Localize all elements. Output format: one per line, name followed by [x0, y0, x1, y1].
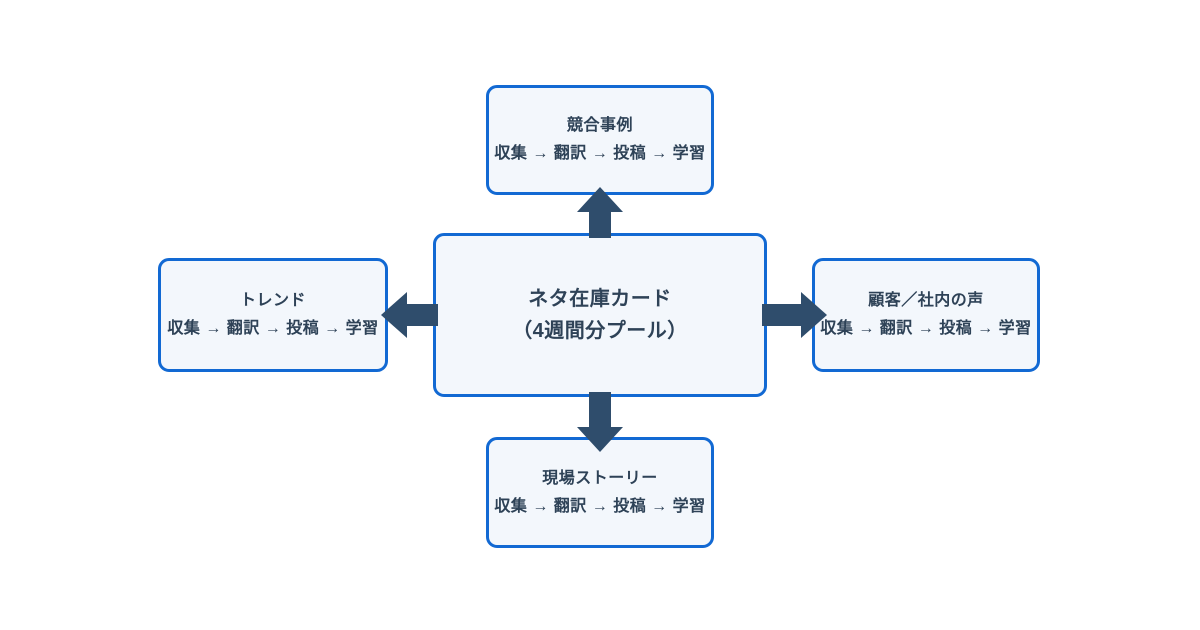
- center-node-title-line2: （4週間分プール）: [512, 320, 688, 342]
- node-pipeline: 収集 → 翻訳 → 投稿 → 学習: [820, 320, 1032, 337]
- node-competitor-cases: 競合事例 収集 → 翻訳 → 投稿 → 学習: [486, 85, 714, 195]
- node-field-stories: 現場ストーリー 収集 → 翻訳 → 投稿 → 学習: [486, 437, 714, 548]
- node-trends: トレンド 収集 → 翻訳 → 投稿 → 学習: [158, 258, 388, 372]
- node-title: 競合事例: [566, 117, 633, 134]
- center-node-title-line1: ネタ在庫カード: [528, 288, 672, 310]
- node-idea-stock-card: ネタ在庫カード （4週間分プール）: [433, 233, 767, 397]
- node-title: トレンド: [239, 292, 306, 309]
- left-arrow-icon: [381, 292, 438, 338]
- node-pipeline: 収集 → 翻訳 → 投稿 → 学習: [494, 497, 706, 515]
- node-customer-internal-voice: 顧客／社内の声 収集 → 翻訳 → 投稿 → 学習: [812, 258, 1040, 372]
- node-pipeline: 収集 → 翻訳 → 投稿 → 学習: [167, 320, 379, 337]
- node-pipeline: 収集 → 翻訳 → 投稿 → 学習: [494, 145, 706, 162]
- node-title: 顧客／社内の声: [868, 292, 984, 309]
- node-title: 現場ストーリー: [542, 469, 658, 487]
